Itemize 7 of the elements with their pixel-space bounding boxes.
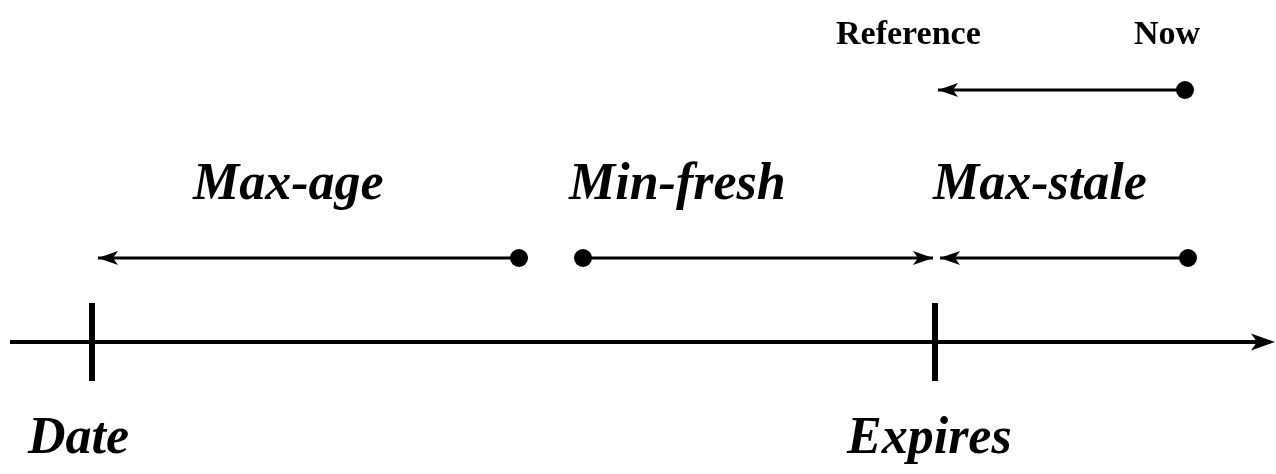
tick-label: Date <box>28 410 130 462</box>
interval-label: Max-stale <box>933 156 1147 208</box>
time-label: Now <box>1134 16 1201 50</box>
time-label: Reference <box>836 16 981 50</box>
interval-label: Min-fresh <box>569 156 786 208</box>
tick-label: Expires <box>847 410 1012 462</box>
interval-label: Max-age <box>193 156 384 208</box>
